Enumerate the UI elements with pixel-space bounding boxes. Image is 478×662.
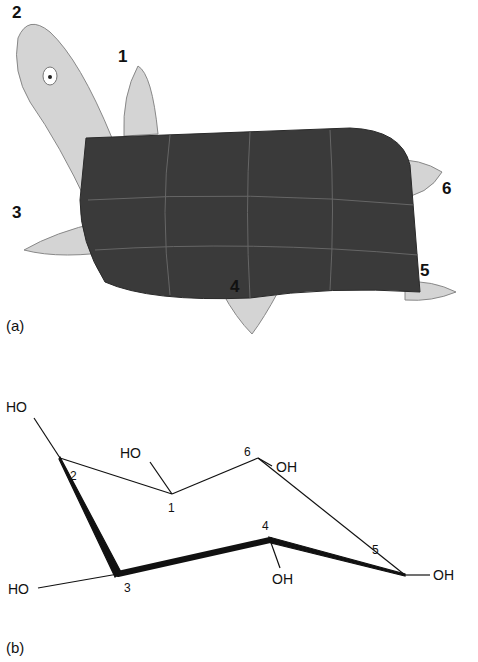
ring-number: 3 xyxy=(124,582,131,594)
bond-oh xyxy=(38,574,118,588)
shell xyxy=(80,128,420,299)
atom-label: OH xyxy=(272,572,293,586)
eye xyxy=(43,67,57,85)
callout-number: 3 xyxy=(12,204,21,221)
wedge-bond xyxy=(59,457,121,577)
ring-number: 5 xyxy=(372,544,379,556)
atom-label: OH xyxy=(276,460,297,474)
chair-cyclohexane xyxy=(34,418,430,588)
bond xyxy=(258,458,405,575)
atom-label: HO xyxy=(6,400,27,414)
turtle xyxy=(17,24,457,334)
atom-label: HO xyxy=(8,582,29,596)
atom-label: OH xyxy=(433,568,454,582)
pupil xyxy=(48,75,52,79)
panel-label: (b) xyxy=(6,640,24,655)
atom-label: HO xyxy=(120,446,141,460)
callout-number: 1 xyxy=(118,48,127,65)
panel-label: (a) xyxy=(6,318,24,333)
ring-number: 4 xyxy=(262,520,269,532)
callout-number: 5 xyxy=(420,262,429,279)
bond-oh xyxy=(258,458,272,466)
bond-oh xyxy=(150,462,172,494)
bond-oh xyxy=(34,418,60,458)
bold-bond xyxy=(118,540,270,574)
ring-number: 2 xyxy=(70,470,77,482)
wedge-bond xyxy=(269,537,405,576)
bond xyxy=(172,458,258,494)
ring-number: 6 xyxy=(244,446,251,458)
callout-number: 4 xyxy=(230,278,239,295)
callout-number: 6 xyxy=(442,180,451,197)
callout-number: 2 xyxy=(12,4,21,21)
shell-scutes xyxy=(88,130,418,298)
bond-oh xyxy=(405,574,430,575)
ring-number: 1 xyxy=(168,502,175,514)
bond-oh xyxy=(270,540,280,568)
flipper-front-top xyxy=(124,66,158,136)
